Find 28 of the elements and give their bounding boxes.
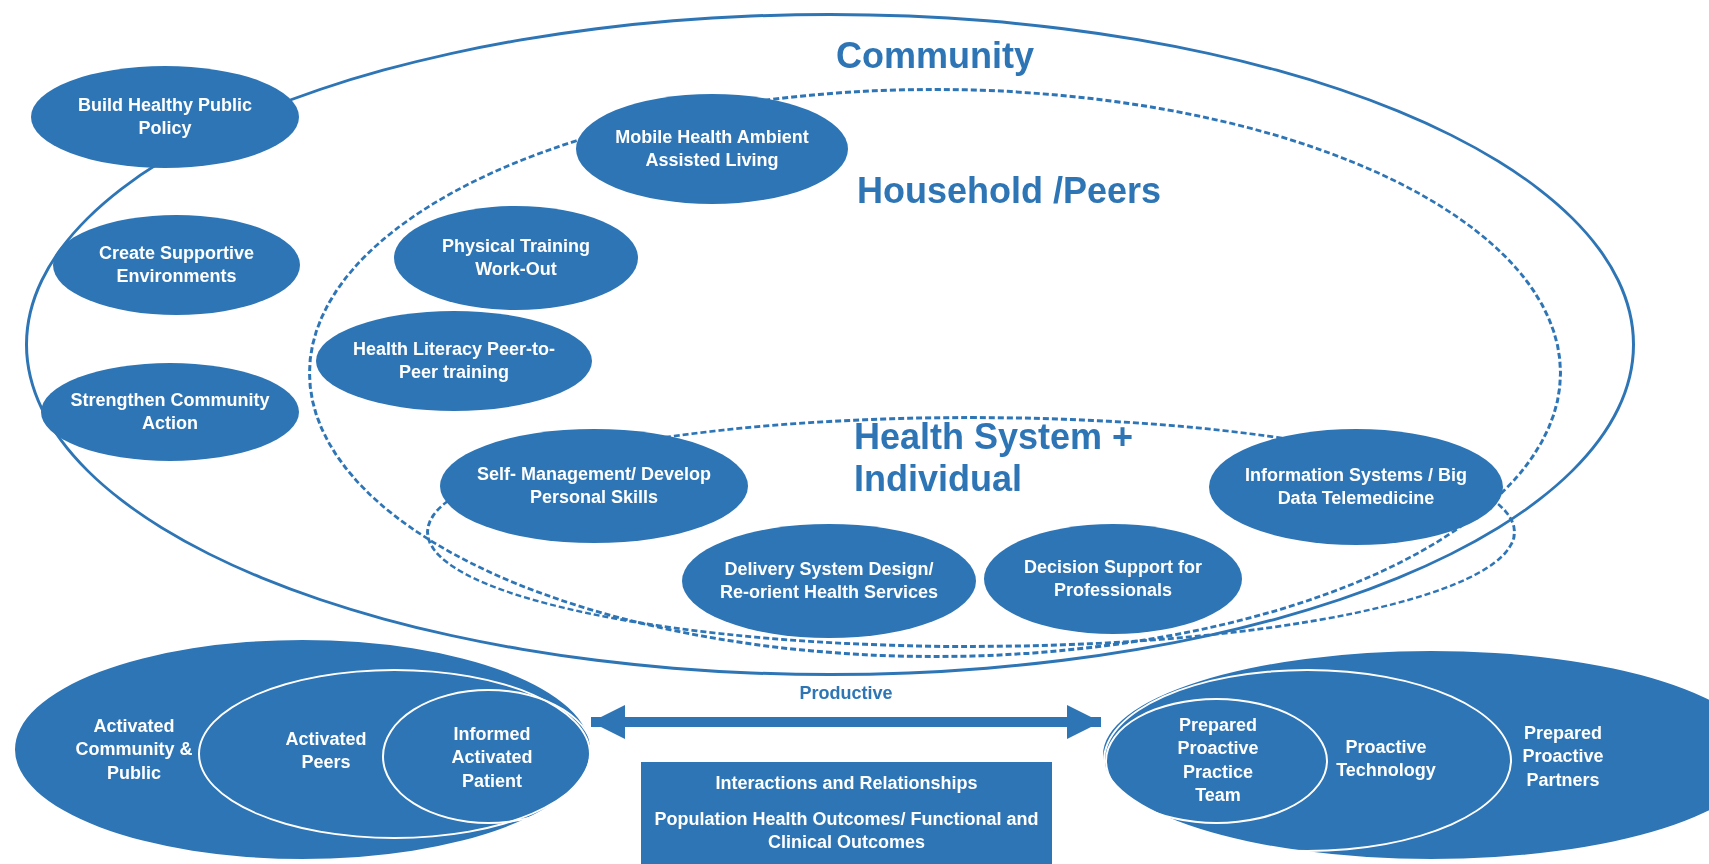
outcome-box (641, 762, 1052, 864)
node-text: Build Healthy Public Policy (77, 93, 253, 140)
node-text: Prepared Proactive Partners (1521, 721, 1605, 792)
node-text: Create Supportive Environments (97, 241, 255, 288)
ring-heading: Household /Peers (855, 169, 1163, 212)
node-text: Mobile Health Ambient Assisted Living (614, 125, 810, 172)
node-text: Strengthen Community Action (69, 388, 271, 435)
ring-heading: Health System + Individual (854, 415, 1135, 500)
node-text: Proactive Technology (1335, 735, 1437, 782)
box-text: Interactions and Relationships (714, 772, 979, 795)
node-text: Self- Management/ Develop Personal Skills (475, 462, 712, 509)
node-text: Physical Training Work-Out (440, 234, 592, 281)
node-text: Prepared Proactive Practice Team (1176, 714, 1260, 808)
nested-ellipse (1103, 669, 1512, 852)
box-text: Population Health Outcomes/ Functional and Clinical Outcomes (653, 808, 1040, 855)
node-text: Activated Peers (284, 727, 368, 774)
node-text: Activated Community & Public (75, 714, 193, 785)
node-text: Delivery System Design/ Re-orient Health Services (718, 557, 940, 604)
ellipse-outline (25, 13, 1635, 676)
nested-ellipse (1105, 698, 1328, 824)
ellipse-outline (308, 88, 1562, 658)
double-arrow (591, 705, 1101, 739)
ring-heading: Community (835, 34, 1035, 77)
node-text: Information Systems / Big Data Telemedicine (1243, 463, 1468, 510)
node-text: Informed Activated Patient (450, 722, 534, 793)
node-text: Decision Support for Professionals (1023, 555, 1203, 602)
node-text: Health Literacy Peer-to-Peer training (351, 337, 556, 384)
ellipse-outline (426, 416, 1516, 648)
